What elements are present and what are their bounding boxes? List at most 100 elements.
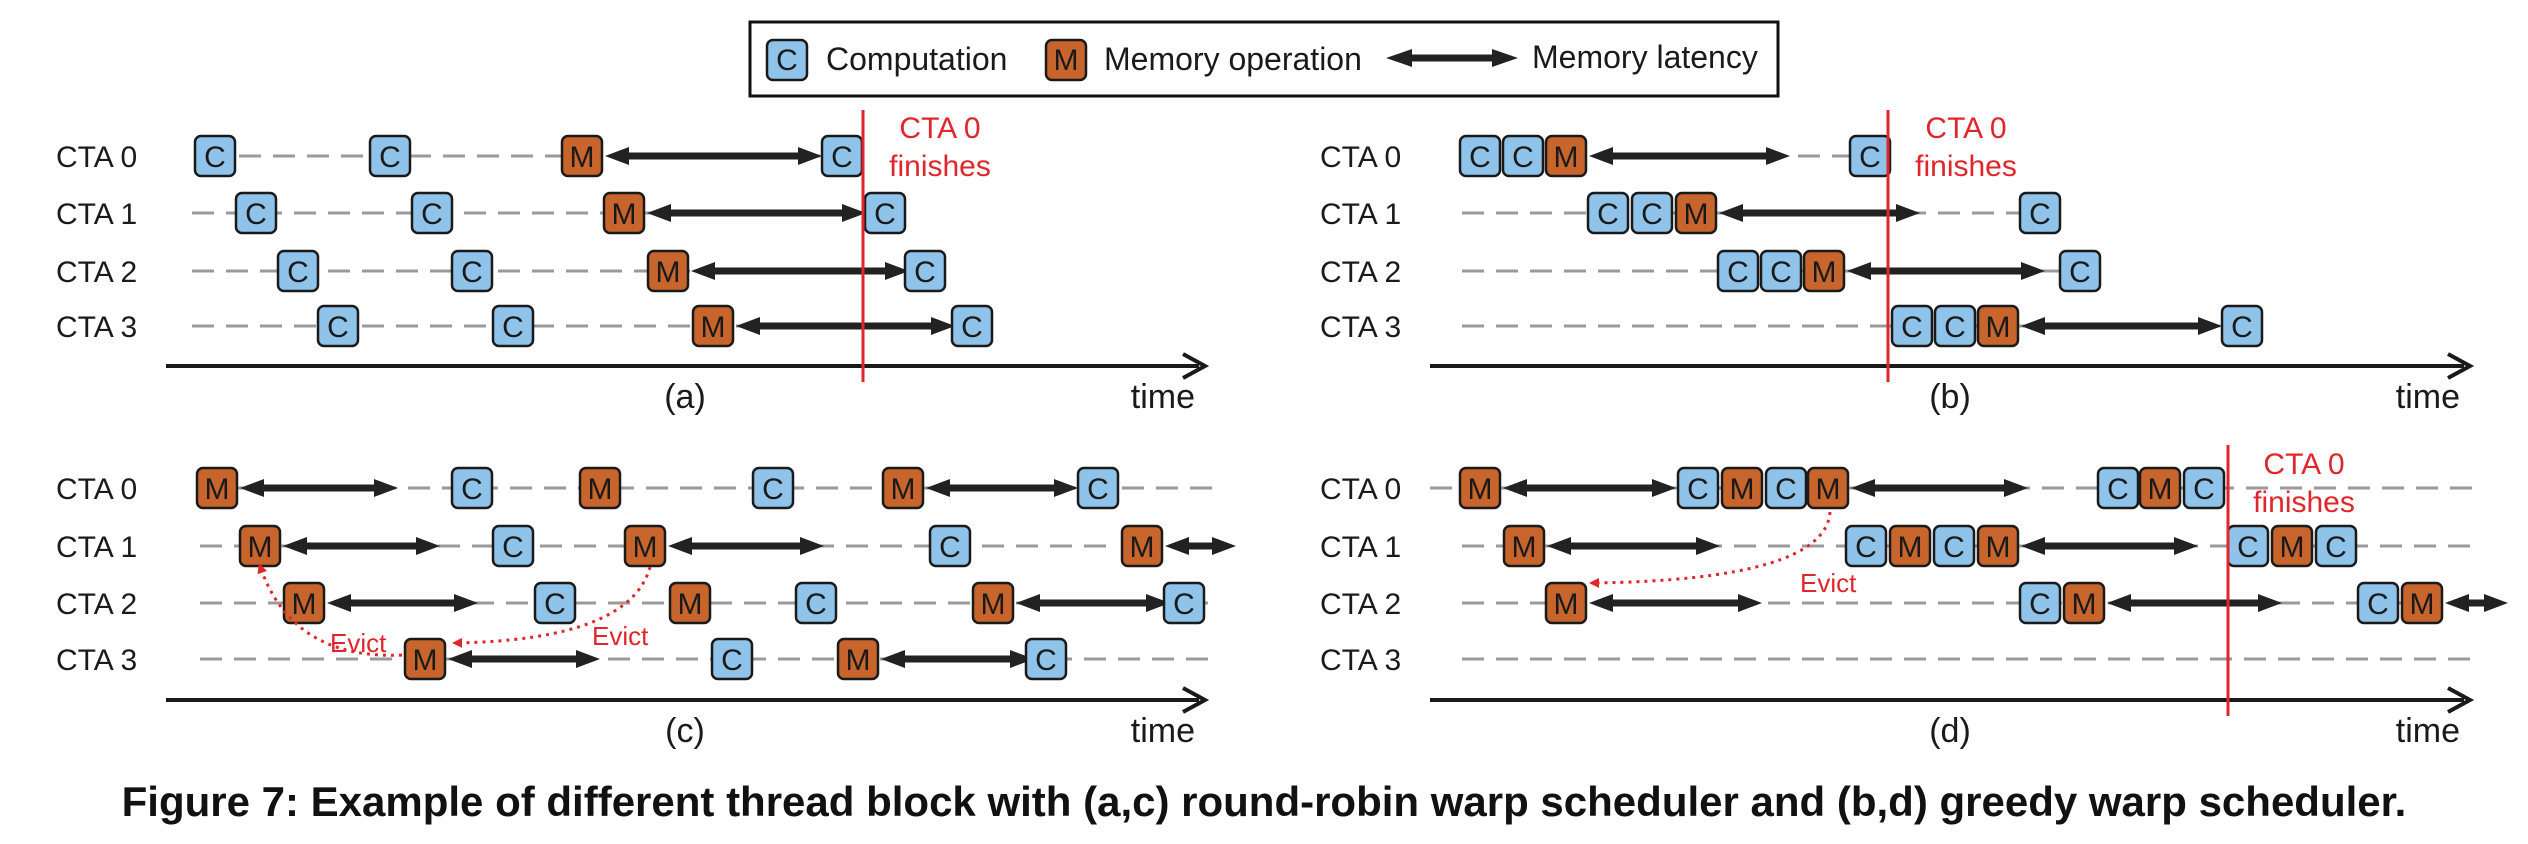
computation-box-letter: C — [939, 531, 961, 564]
legend-latency-label: Memory latency — [1532, 39, 1758, 75]
memory-operation-box — [282, 581, 326, 625]
memory-box-letter: M — [413, 644, 438, 677]
computation-box — [794, 581, 838, 625]
computation-box-letter: C — [379, 141, 401, 174]
memory-operation-box — [1458, 466, 1502, 510]
row-label-cta-1: CTA 1 — [56, 198, 137, 231]
computation-box — [2220, 304, 2264, 348]
computation-box-letter: C — [1469, 141, 1491, 174]
memory-operation-box — [1720, 466, 1764, 510]
computation-box — [193, 134, 237, 178]
time-axis — [1430, 352, 2475, 380]
memory-box-letter: M — [1986, 531, 2011, 564]
computation-box-letter: C — [1087, 473, 1109, 506]
memory-box-letter: M — [588, 473, 613, 506]
row-label-cta-1: CTA 1 — [1320, 531, 1401, 564]
evict-label: Evict — [330, 628, 387, 658]
memory-box-letter: M — [1468, 473, 1493, 506]
memory-operation-box — [2138, 466, 2182, 510]
legend-computation-label: Computation — [826, 41, 1007, 77]
memory-operation-box — [602, 191, 646, 235]
memory-box-letter: M — [678, 588, 703, 621]
computation-box — [950, 304, 994, 348]
finish-marker-text: finishes — [1915, 150, 2017, 183]
computation-box-letter: C — [1173, 588, 1195, 621]
computation-box-letter: C — [2237, 531, 2259, 564]
computation-box-letter: C — [805, 588, 827, 621]
memory-latency-arrow — [1851, 479, 2028, 497]
row-label-cta-3: CTA 3 — [56, 644, 137, 677]
panel-label-d: (d) — [1929, 712, 1971, 750]
computation-box — [368, 134, 412, 178]
computation-box-letter: C — [245, 198, 267, 231]
memory-operation-box — [195, 466, 239, 510]
memory-latency-arrow — [2021, 537, 2198, 555]
computation-box-letter: C — [204, 141, 226, 174]
computation-box-letter: C — [2193, 473, 2215, 506]
computation-box — [1458, 134, 1502, 178]
memory-box-letter: M — [248, 531, 273, 564]
memory-box-letter: M — [1730, 473, 1755, 506]
computation-box-letter: C — [287, 256, 309, 289]
panel-label-c: (c) — [665, 712, 705, 750]
memory-latency-arrow — [240, 479, 398, 497]
memory-operation-box — [403, 637, 447, 681]
memory-box-letter: M — [2072, 588, 2097, 621]
row-label-cta-3: CTA 3 — [56, 311, 137, 344]
computation-box — [276, 249, 320, 293]
computation-box-letter: C — [1770, 256, 1792, 289]
computation-box — [1716, 249, 1760, 293]
memory-operation-box — [2062, 581, 2106, 625]
legend: C Computation M Memory operation Memory … — [748, 20, 1780, 98]
memory-operation-box — [1502, 524, 1546, 568]
finish-marker-text: CTA 0 — [2263, 448, 2344, 481]
computation-box-letter: C — [2029, 588, 2051, 621]
memory-latency-arrow — [736, 317, 955, 335]
legend-computation-icon — [765, 38, 809, 82]
finish-marker-text: CTA 0 — [899, 112, 980, 145]
computation-box-letter: C — [502, 311, 524, 344]
computation-box-letter: C — [831, 141, 853, 174]
evict-arrow — [1589, 511, 1832, 588]
computation-box-letter: C — [421, 198, 443, 231]
memory-box-letter: M — [701, 311, 726, 344]
memory-operation-box — [668, 581, 712, 625]
memory-box-letter: M — [1512, 531, 1537, 564]
evict-arrow — [452, 566, 652, 648]
memory-box-letter: M — [891, 473, 916, 506]
memory-operation-box — [1674, 191, 1718, 235]
evict-label: Evict — [1800, 568, 1857, 598]
computation-box — [1848, 134, 1892, 178]
computation-box-letter: C — [914, 256, 936, 289]
computation-box — [2182, 466, 2226, 510]
computation-box — [928, 524, 972, 568]
computation-box — [533, 581, 577, 625]
computation-box-letter: C — [1512, 141, 1534, 174]
row-label-cta-3: CTA 3 — [1320, 311, 1401, 344]
memory-box-letter: M — [1986, 311, 2011, 344]
memory-latency-arrow — [448, 650, 600, 668]
memory-box-letter: M — [2410, 588, 2435, 621]
finish-marker-text: finishes — [889, 150, 991, 183]
memory-operation-box — [1802, 249, 1846, 293]
computation-box — [2096, 466, 2140, 510]
computation-box-letter: C — [461, 256, 483, 289]
memory-operation-box — [1120, 524, 1164, 568]
row-label-cta-1: CTA 1 — [56, 531, 137, 564]
memory-latency-arrow — [2021, 317, 2222, 335]
computation-box — [1932, 524, 1976, 568]
memory-latency-arrow — [1847, 262, 2045, 280]
memory-box-letter: M — [1898, 531, 1923, 564]
memory-box-letter: M — [612, 198, 637, 231]
computation-box — [863, 191, 907, 235]
memory-operation-box — [560, 134, 604, 178]
computation-box-letter: C — [1775, 473, 1797, 506]
memory-latency-arrow — [283, 537, 440, 555]
computation-box — [1764, 466, 1808, 510]
computation-box-letter: C — [2325, 531, 2347, 564]
memory-box-letter: M — [656, 256, 681, 289]
memory-box-letter: M — [1554, 588, 1579, 621]
computation-box — [491, 524, 535, 568]
memory-latency-arrow — [926, 479, 1078, 497]
